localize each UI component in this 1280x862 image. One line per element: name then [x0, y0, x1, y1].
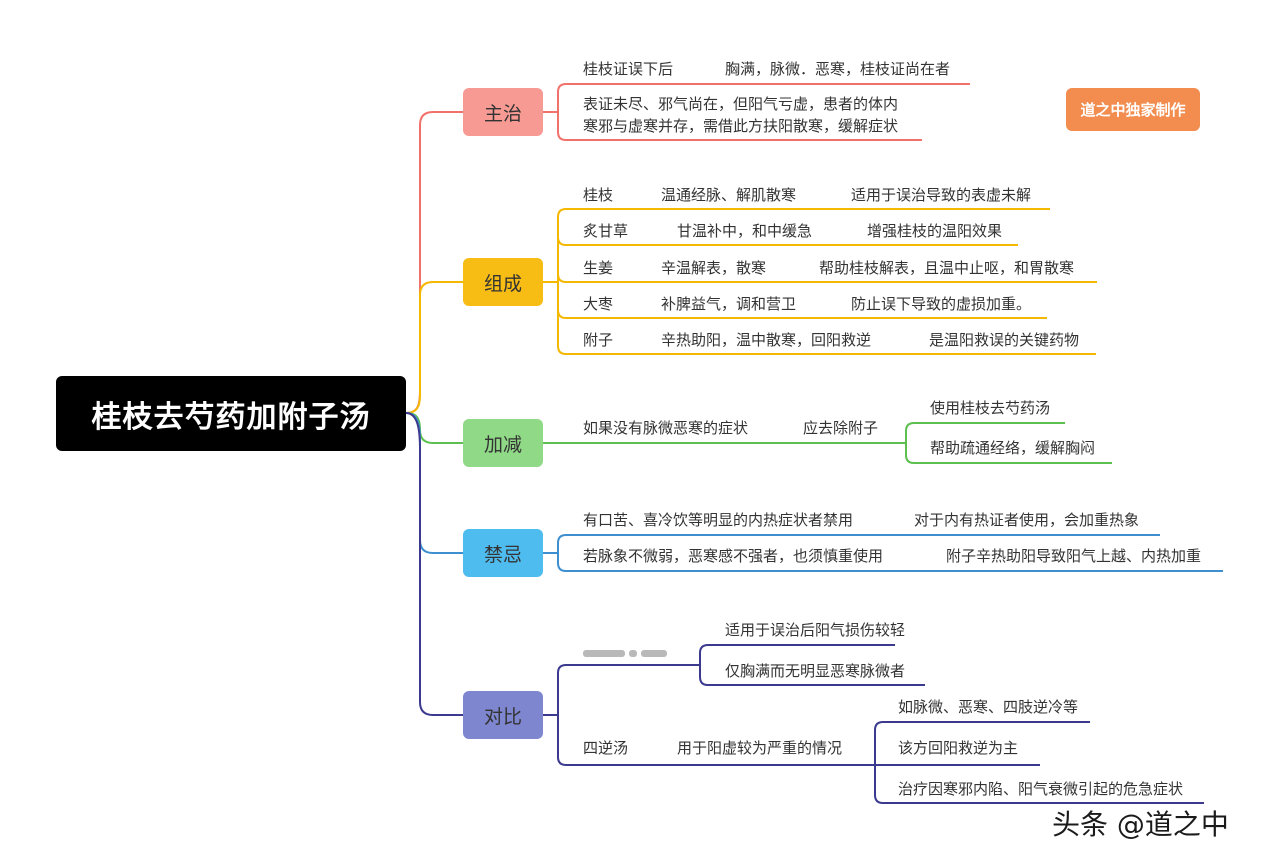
herb-name: 生姜	[583, 259, 614, 277]
branch-jiajian: 加减	[463, 419, 543, 467]
jinji-item: 有口苦、喜冷饮等明显的内热症状者禁用	[583, 511, 854, 529]
zhuzhi-symptoms: 胸满，脉微．恶寒，桂枝证尚在者	[725, 60, 951, 78]
zhuzhi-explain-line2: 寒邪与虚寒并存，需借此方扶阳散寒，缓解症状	[583, 117, 899, 135]
duibi-result: 适用于误治后阳气损伤较轻	[725, 621, 906, 639]
herb-role: 防止误下导致的虚损加重。	[851, 295, 1032, 313]
blurred-label	[583, 642, 678, 658]
duibi-detail: 治疗因寒邪内陷、阳气衰微引起的危急症状	[898, 780, 1184, 798]
duibi-detail: 如脉微、恶寒、四肢逆冷等	[898, 698, 1079, 716]
herb-effect: 甘温补中，和中缓急	[677, 222, 813, 240]
herb-effect: 辛温解表，散寒	[661, 259, 767, 277]
duibi-result: 仅胸满而无明显恶寒脉微者	[725, 662, 906, 680]
duibi-formula-name: 四逆汤	[583, 739, 629, 757]
duibi-detail: 该方回阳救逆为主	[898, 739, 1019, 757]
herb-name: 桂枝	[583, 186, 614, 204]
zhuzhi-cause: 桂枝证误下后	[583, 60, 674, 78]
herb-name: 炙甘草	[583, 222, 629, 240]
herb-effect: 温通经脉、解肌散寒	[661, 186, 797, 204]
herb-role: 适用于误治导致的表虚未解	[851, 186, 1032, 204]
duibi-formula-desc: 用于阳虚较为严重的情况	[677, 739, 843, 757]
jiajian-action: 应去除附子	[803, 419, 879, 437]
jiajian-result: 使用桂枝去芍药汤	[930, 399, 1051, 417]
herb-role: 是温阳救误的关键药物	[929, 331, 1080, 349]
herb-role: 增强桂枝的温阳效果	[867, 222, 1003, 240]
herb-effect: 辛热助阳，温中散寒，回阳救逆	[661, 331, 872, 349]
jiajian-result: 帮助疏通经络，缓解胸闷	[930, 439, 1096, 457]
jinji-reason: 附子辛热助阳导致阳气上越、内热加重	[946, 547, 1202, 565]
branch-zucheng: 组成	[463, 258, 543, 306]
herb-effect: 补脾益气，调和营卫	[661, 295, 797, 313]
root-title: 桂枝去芍药加附子汤	[56, 376, 406, 451]
herb-name: 附子	[583, 331, 614, 349]
branch-zhuzhi: 主治	[463, 88, 543, 136]
author-badge: 道之中独家制作	[1066, 88, 1200, 131]
watermark: 头条 @道之中	[1052, 808, 1229, 841]
jinji-item: 若脉象不微弱，恶寒感不强者，也须慎重使用	[583, 547, 884, 565]
jiajian-condition: 如果没有脉微恶寒的症状	[583, 419, 749, 437]
zhuzhi-explain-line1: 表证未尽、邪气尚在，但阳气亏虚，患者的体内	[583, 95, 899, 113]
branch-duibi: 对比	[463, 691, 543, 739]
herb-role: 帮助桂枝解表，且温中止呕，和胃散寒	[819, 259, 1075, 277]
herb-name: 大枣	[583, 295, 614, 313]
branch-jinji: 禁忌	[463, 529, 543, 577]
jinji-reason: 对于内有热证者使用，会加重热象	[914, 511, 1140, 529]
